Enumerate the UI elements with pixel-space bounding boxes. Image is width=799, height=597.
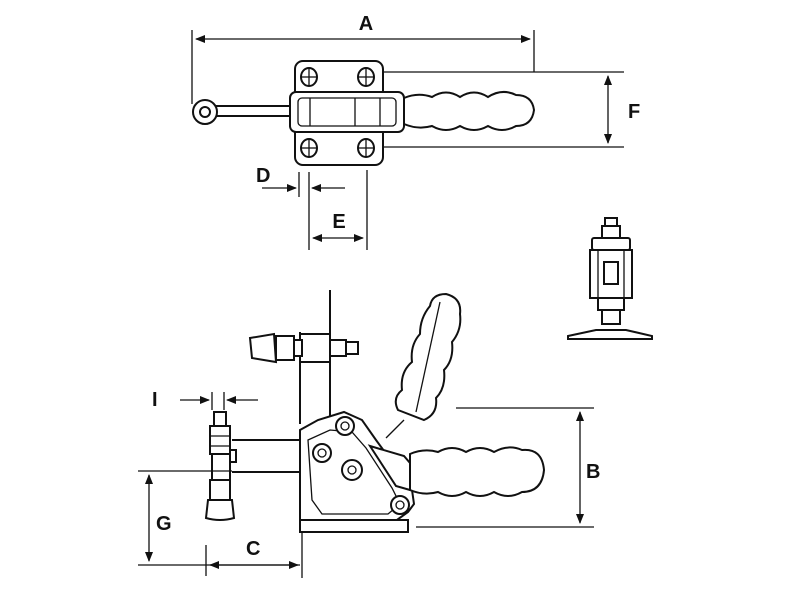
- handle-grip: [403, 91, 536, 131]
- bolt-holes: [300, 67, 375, 158]
- dim-label-e: E: [332, 211, 345, 233]
- side-view: I B G C: [138, 290, 600, 578]
- dim-label-d: D: [256, 165, 270, 187]
- dim-label-i: I: [152, 389, 158, 411]
- top-view: A F D E: [191, 13, 640, 250]
- dim-label-b: B: [586, 461, 600, 483]
- end-view: [567, 217, 653, 340]
- dim-label-c: C: [246, 538, 260, 560]
- dim-label-g: G: [156, 513, 172, 535]
- handle-horizontal: [409, 446, 546, 497]
- dim-label-a: A: [359, 13, 373, 35]
- dim-label-f: F: [628, 101, 640, 123]
